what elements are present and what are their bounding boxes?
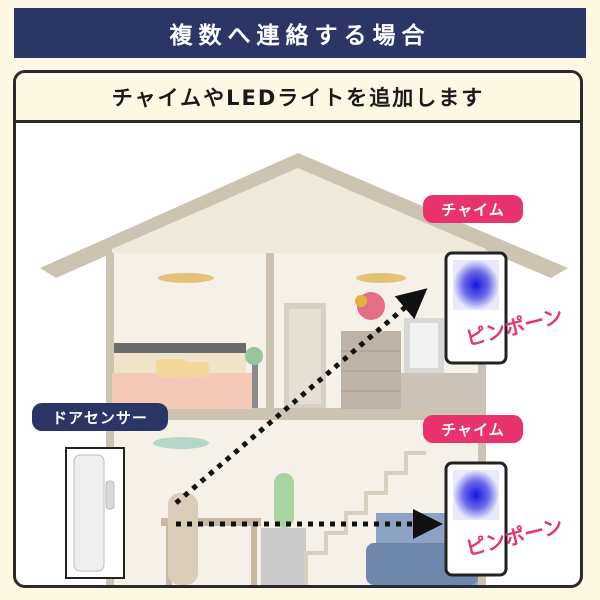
upper-right-room [284, 273, 486, 409]
chime-label-bottom: チャイム [423, 415, 523, 443]
bedroom [112, 273, 263, 409]
diagram-subtitle: チャイムやLEDライトを追加します [16, 73, 580, 123]
roof [40, 153, 568, 278]
door-sensor-icon [65, 447, 125, 579]
chime-label-top: チャイム [423, 195, 523, 223]
door-sensor-label: ドアセンサー [32, 403, 168, 431]
chime-speaker-icon [444, 251, 508, 577]
diagram-frame: チャイムやLEDライトを追加します [13, 70, 583, 588]
dotted-arrow-icon [174, 288, 443, 539]
house-illustration [40, 153, 568, 585]
page-title: 複数へ連絡する場合 [14, 8, 586, 58]
